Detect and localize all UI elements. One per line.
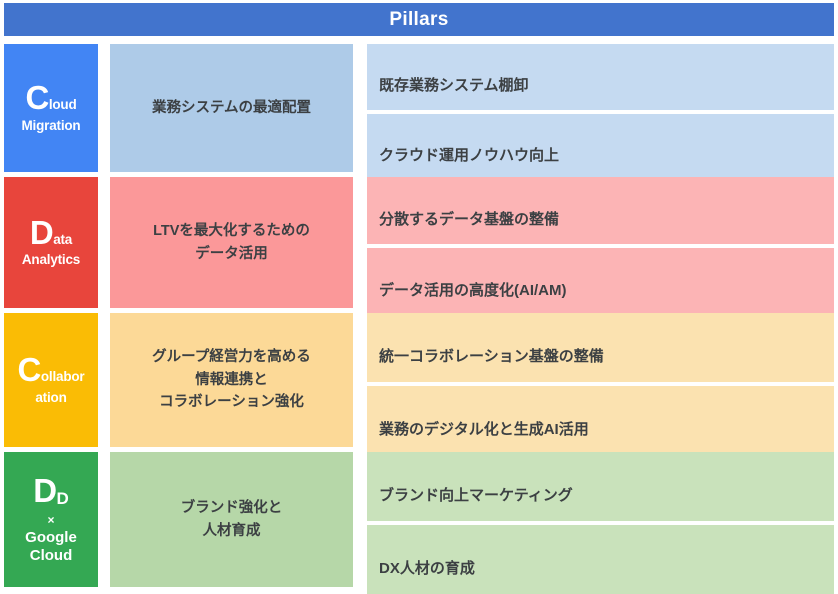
pillar-row-dd-google-cloud: DD × Google Cloud ブランド強化と 人材育成 ブランド向上マーケ… xyxy=(0,452,838,594)
badge-title: Collabor xyxy=(18,353,85,387)
badge-brand-line-2: Cloud xyxy=(29,546,73,564)
pillar-actions-dd-google-cloud: ブランド向上マーケティング DX人材の育成 xyxy=(367,452,834,594)
theme-text: 業務システムの最適配置 xyxy=(151,99,312,116)
badge-initial: D xyxy=(33,472,57,510)
action-item[interactable]: 既存業務システム棚卸 xyxy=(367,44,834,110)
pillar-theme-collaboration[interactable]: グループ経営力を高める 情報連携と コラボレーション強化 xyxy=(110,313,353,447)
badge-initial: C xyxy=(17,351,42,389)
action-item[interactable]: 業務のデジタル化と生成AI活用 xyxy=(367,386,834,455)
action-item[interactable]: DX人材の育成 xyxy=(367,525,834,594)
action-item[interactable]: クラウド運用ノウハウ向上 xyxy=(367,114,834,180)
pillar-badge-collaboration[interactable]: Collabor ation xyxy=(4,313,98,447)
pillar-badge-data-analytics[interactable]: Data Analytics xyxy=(4,177,98,308)
badge-subtitle: Analytics xyxy=(21,252,81,268)
badge-initial: D xyxy=(29,213,54,251)
pillar-badge-dd-google-cloud[interactable]: DD × Google Cloud xyxy=(4,452,98,587)
action-label: 業務のデジタル化と生成AI活用 xyxy=(379,420,589,438)
action-label: ブランド向上マーケティング xyxy=(379,486,573,504)
pillar-actions-cloud-migration: 既存業務システム棚卸 クラウド運用ノウハウ向上 xyxy=(367,44,834,180)
badge-brand-line-1: Google xyxy=(25,528,77,546)
action-item[interactable]: データ活用の高度化(AI/AM) xyxy=(367,248,834,315)
pillar-theme-dd-google-cloud[interactable]: ブランド強化と 人材育成 xyxy=(110,452,353,587)
action-label: 分散するデータ基盤の整備 xyxy=(379,210,560,228)
theme-text: グループ経営力を高める 情報連携と コラボレーション強化 xyxy=(152,349,311,411)
action-item[interactable]: ブランド向上マーケティング xyxy=(367,452,834,521)
action-label: 既存業務システム棚卸 xyxy=(379,77,529,95)
badge-initial-rest: ollabor xyxy=(40,369,85,385)
badge-subtitle: Migration xyxy=(21,117,81,133)
action-label: クラウド運用ノウハウ向上 xyxy=(379,147,560,165)
theme-text: ブランド強化と 人材育成 xyxy=(180,500,283,539)
badge-title: DD xyxy=(33,474,69,508)
pillar-row-data-analytics: Data Analytics LTVを最大化するための データ活用 分散するデー… xyxy=(0,177,838,315)
pillar-badge-cloud-migration[interactable]: Cloud Migration xyxy=(4,44,98,172)
page-title: Pillars xyxy=(389,9,449,30)
badge-subtitle: ation xyxy=(35,389,67,405)
pillar-theme-data-analytics[interactable]: LTVを最大化するための データ活用 xyxy=(110,177,353,308)
badge-initial: C xyxy=(25,79,49,117)
badge-initial-rest: loud xyxy=(48,97,77,113)
pillar-theme-cloud-migration[interactable]: 業務システムの最適配置 xyxy=(110,44,353,172)
action-item[interactable]: 分散するデータ基盤の整備 xyxy=(367,177,834,244)
badge-initial-rest: ata xyxy=(53,231,73,247)
multiply-icon: × xyxy=(47,512,55,527)
pillar-row-collaboration: Collabor ation グループ経営力を高める 情報連携と コラボレーショ… xyxy=(0,313,838,455)
pillar-actions-data-analytics: 分散するデータ基盤の整備 データ活用の高度化(AI/AM) xyxy=(367,177,834,315)
pillar-row-cloud-migration: Cloud Migration 業務システムの最適配置 既存業務システム棚卸 ク… xyxy=(0,44,838,180)
action-item[interactable]: 統一コラボレーション基盤の整備 xyxy=(367,313,834,382)
badge-title: Data xyxy=(29,213,73,251)
board-header: Pillars xyxy=(4,3,834,36)
pillar-actions-collaboration: 統一コラボレーション基盤の整備 業務のデジタル化と生成AI活用 xyxy=(367,313,834,455)
theme-text: LTVを最大化するための データ活用 xyxy=(153,223,310,262)
action-label: 統一コラボレーション基盤の整備 xyxy=(379,347,604,365)
action-label: データ活用の高度化(AI/AM) xyxy=(379,281,567,299)
badge-title: Cloud xyxy=(25,81,76,115)
action-label: DX人材の育成 xyxy=(379,559,475,577)
badge-initial-sup: D xyxy=(56,489,69,509)
